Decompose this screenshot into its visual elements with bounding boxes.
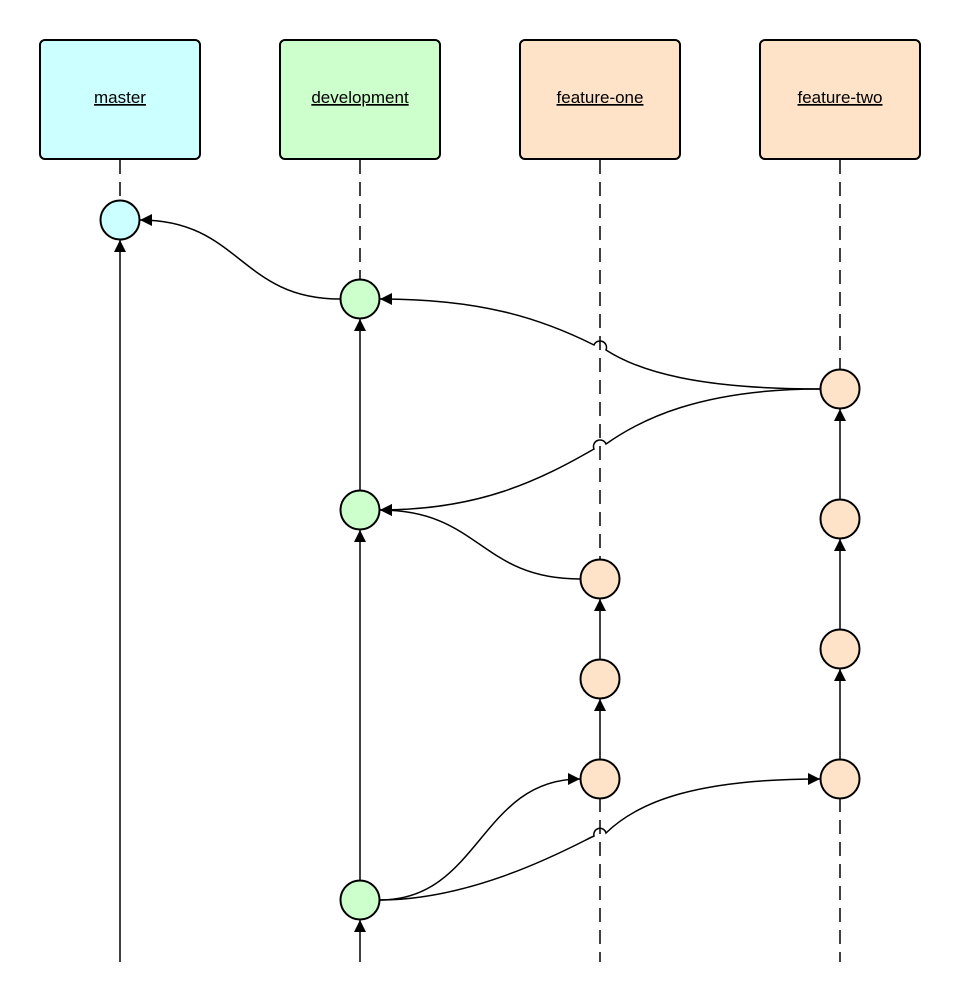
edges [139,214,846,901]
commit-node-feature-one-2 [579,658,621,700]
edge-f2a-d2 [379,388,821,516]
branch-header-master: master [39,39,201,160]
branch-label-development: development [311,88,409,107]
commit-node-feature-two-4 [819,758,861,800]
branch-box-feature-two [759,39,921,160]
edge-d3-f1c [379,773,581,901]
commit-node-development-2 [339,489,381,531]
commit-node-feature-two-2 [819,498,861,540]
branch-box-feature-one [519,39,681,160]
lifelines [119,160,841,962]
branch-box-development [279,39,441,160]
branch-label-feature-two: feature-two [797,88,882,107]
branch-label-master: master [94,88,146,107]
edge-d1-m1 [139,214,341,300]
commit-node-master-1 [99,199,141,241]
branch-label-feature-one: feature-one [557,88,644,107]
branch-header-feature-two: feature-two [759,39,921,160]
edge-f2a-d1 [379,293,821,390]
commit-node-feature-two-1 [819,368,861,410]
edge-d3-f2d [379,773,821,901]
commits [99,199,861,921]
commit-node-feature-two-3 [819,628,861,670]
commit-node-development-1 [339,278,381,320]
branch-box-master [39,39,201,160]
commit-node-feature-one-1 [579,558,621,600]
commit-node-feature-one-3 [579,758,621,800]
commit-node-development-3 [339,879,381,921]
branch-header-development: development [279,39,441,160]
branch-header-feature-one: feature-one [519,39,681,160]
branch-lines [114,240,366,962]
edge-f1a-d2 [379,504,581,580]
